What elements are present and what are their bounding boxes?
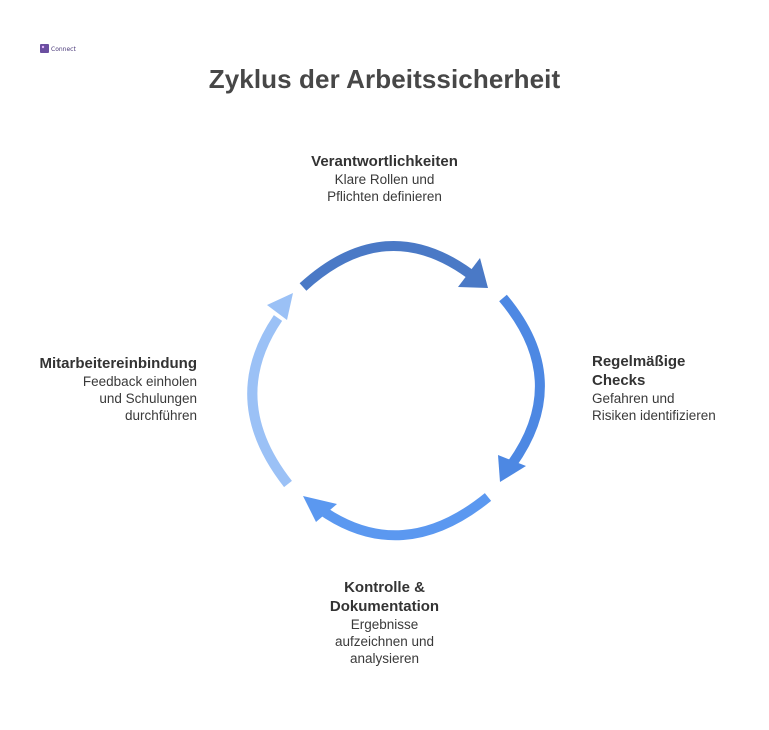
step-regular-checks: Regelmäßige Checks Gefahren und Risiken …: [592, 352, 762, 424]
step-title-line: Dokumentation: [329, 598, 440, 615]
step-description-line: Klare Rollen und: [334, 172, 435, 187]
step-description-line: analysieren: [349, 651, 420, 666]
arrow-arc-bottom: [317, 493, 492, 541]
step-title-line: Checks: [592, 372, 646, 389]
diagram-title: Zyklus der Arbeitssicherheit: [208, 64, 561, 94]
step-title: Mitarbeitereinbindung: [39, 355, 198, 372]
arrowhead-top: [458, 258, 488, 288]
step-title: Verantwortlichkeiten: [311, 153, 458, 170]
arrow-arc-right: [499, 294, 545, 467]
step-description-line: Risiken identifizieren: [592, 408, 716, 423]
step-responsibilities: Verantwortlichkeiten Klare Rollen und Pf…: [0, 152, 769, 205]
step-description-line: Pflichten definieren: [327, 189, 442, 204]
step-title-line: Regelmäßige: [592, 353, 686, 370]
step-description-line: Feedback einholen: [82, 374, 197, 389]
arrowhead-bottom: [303, 496, 337, 522]
company-logo: Connect: [40, 44, 76, 53]
arrowhead-left: [267, 293, 293, 320]
step-description-line: und Schulungen: [99, 391, 197, 406]
step-description-line: durchführen: [124, 408, 197, 423]
step-description-line: aufzeichnen und: [334, 634, 435, 649]
step-description-line: Gefahren und: [592, 391, 675, 406]
step-control-documentation: Kontrolle & Dokumentation Ergebnisse auf…: [0, 578, 769, 667]
step-description-line: Ergebnisse: [350, 617, 419, 632]
arrow-arc-left: [247, 315, 292, 488]
svg-text:Connect: Connect: [51, 46, 76, 53]
step-title-line: Kontrolle &: [344, 579, 425, 596]
arrowhead-right: [498, 455, 526, 482]
step-employee-involvement: Mitarbeitereinbindung Feedback einholen …: [10, 354, 198, 424]
arrow-arc-top: [299, 240, 473, 291]
